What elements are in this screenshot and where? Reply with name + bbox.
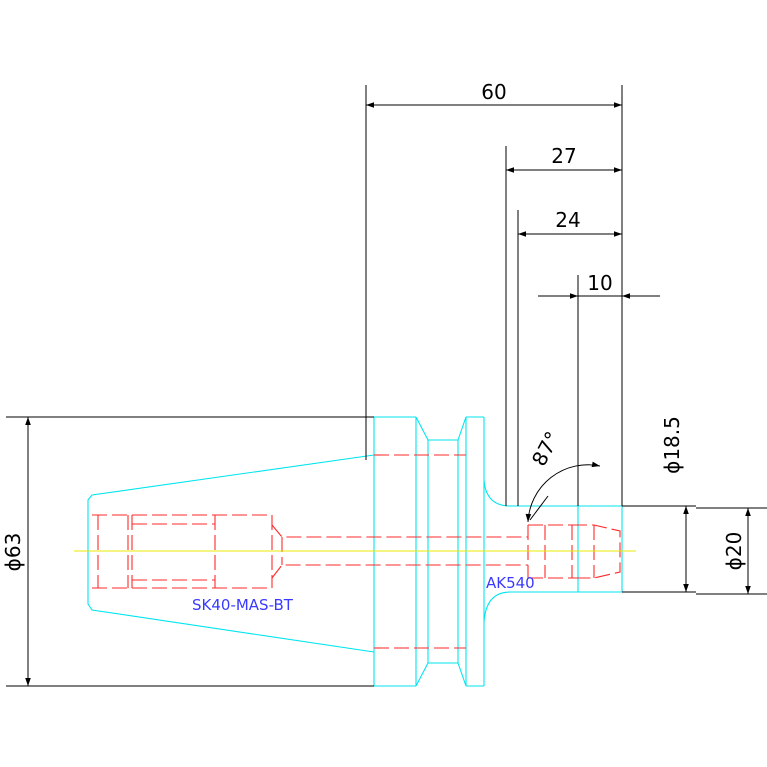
label-collet: AK540 xyxy=(486,574,535,592)
dim-dia-18-5: ϕ18.5 xyxy=(660,416,684,474)
dim-60: 60 xyxy=(481,80,506,104)
dim-24: 24 xyxy=(555,208,580,232)
dim-dia-20: ϕ20 xyxy=(722,532,746,571)
dim-angle-87: 87° xyxy=(527,427,565,470)
dim-27: 27 xyxy=(551,144,576,168)
dimension-lines xyxy=(6,85,767,687)
dim-10: 10 xyxy=(587,271,612,295)
part-labels: SK40-MAS-BT AK540 xyxy=(192,574,535,614)
dim-dia-63: ϕ63 xyxy=(1,533,25,572)
label-holder: SK40-MAS-BT xyxy=(192,596,294,614)
